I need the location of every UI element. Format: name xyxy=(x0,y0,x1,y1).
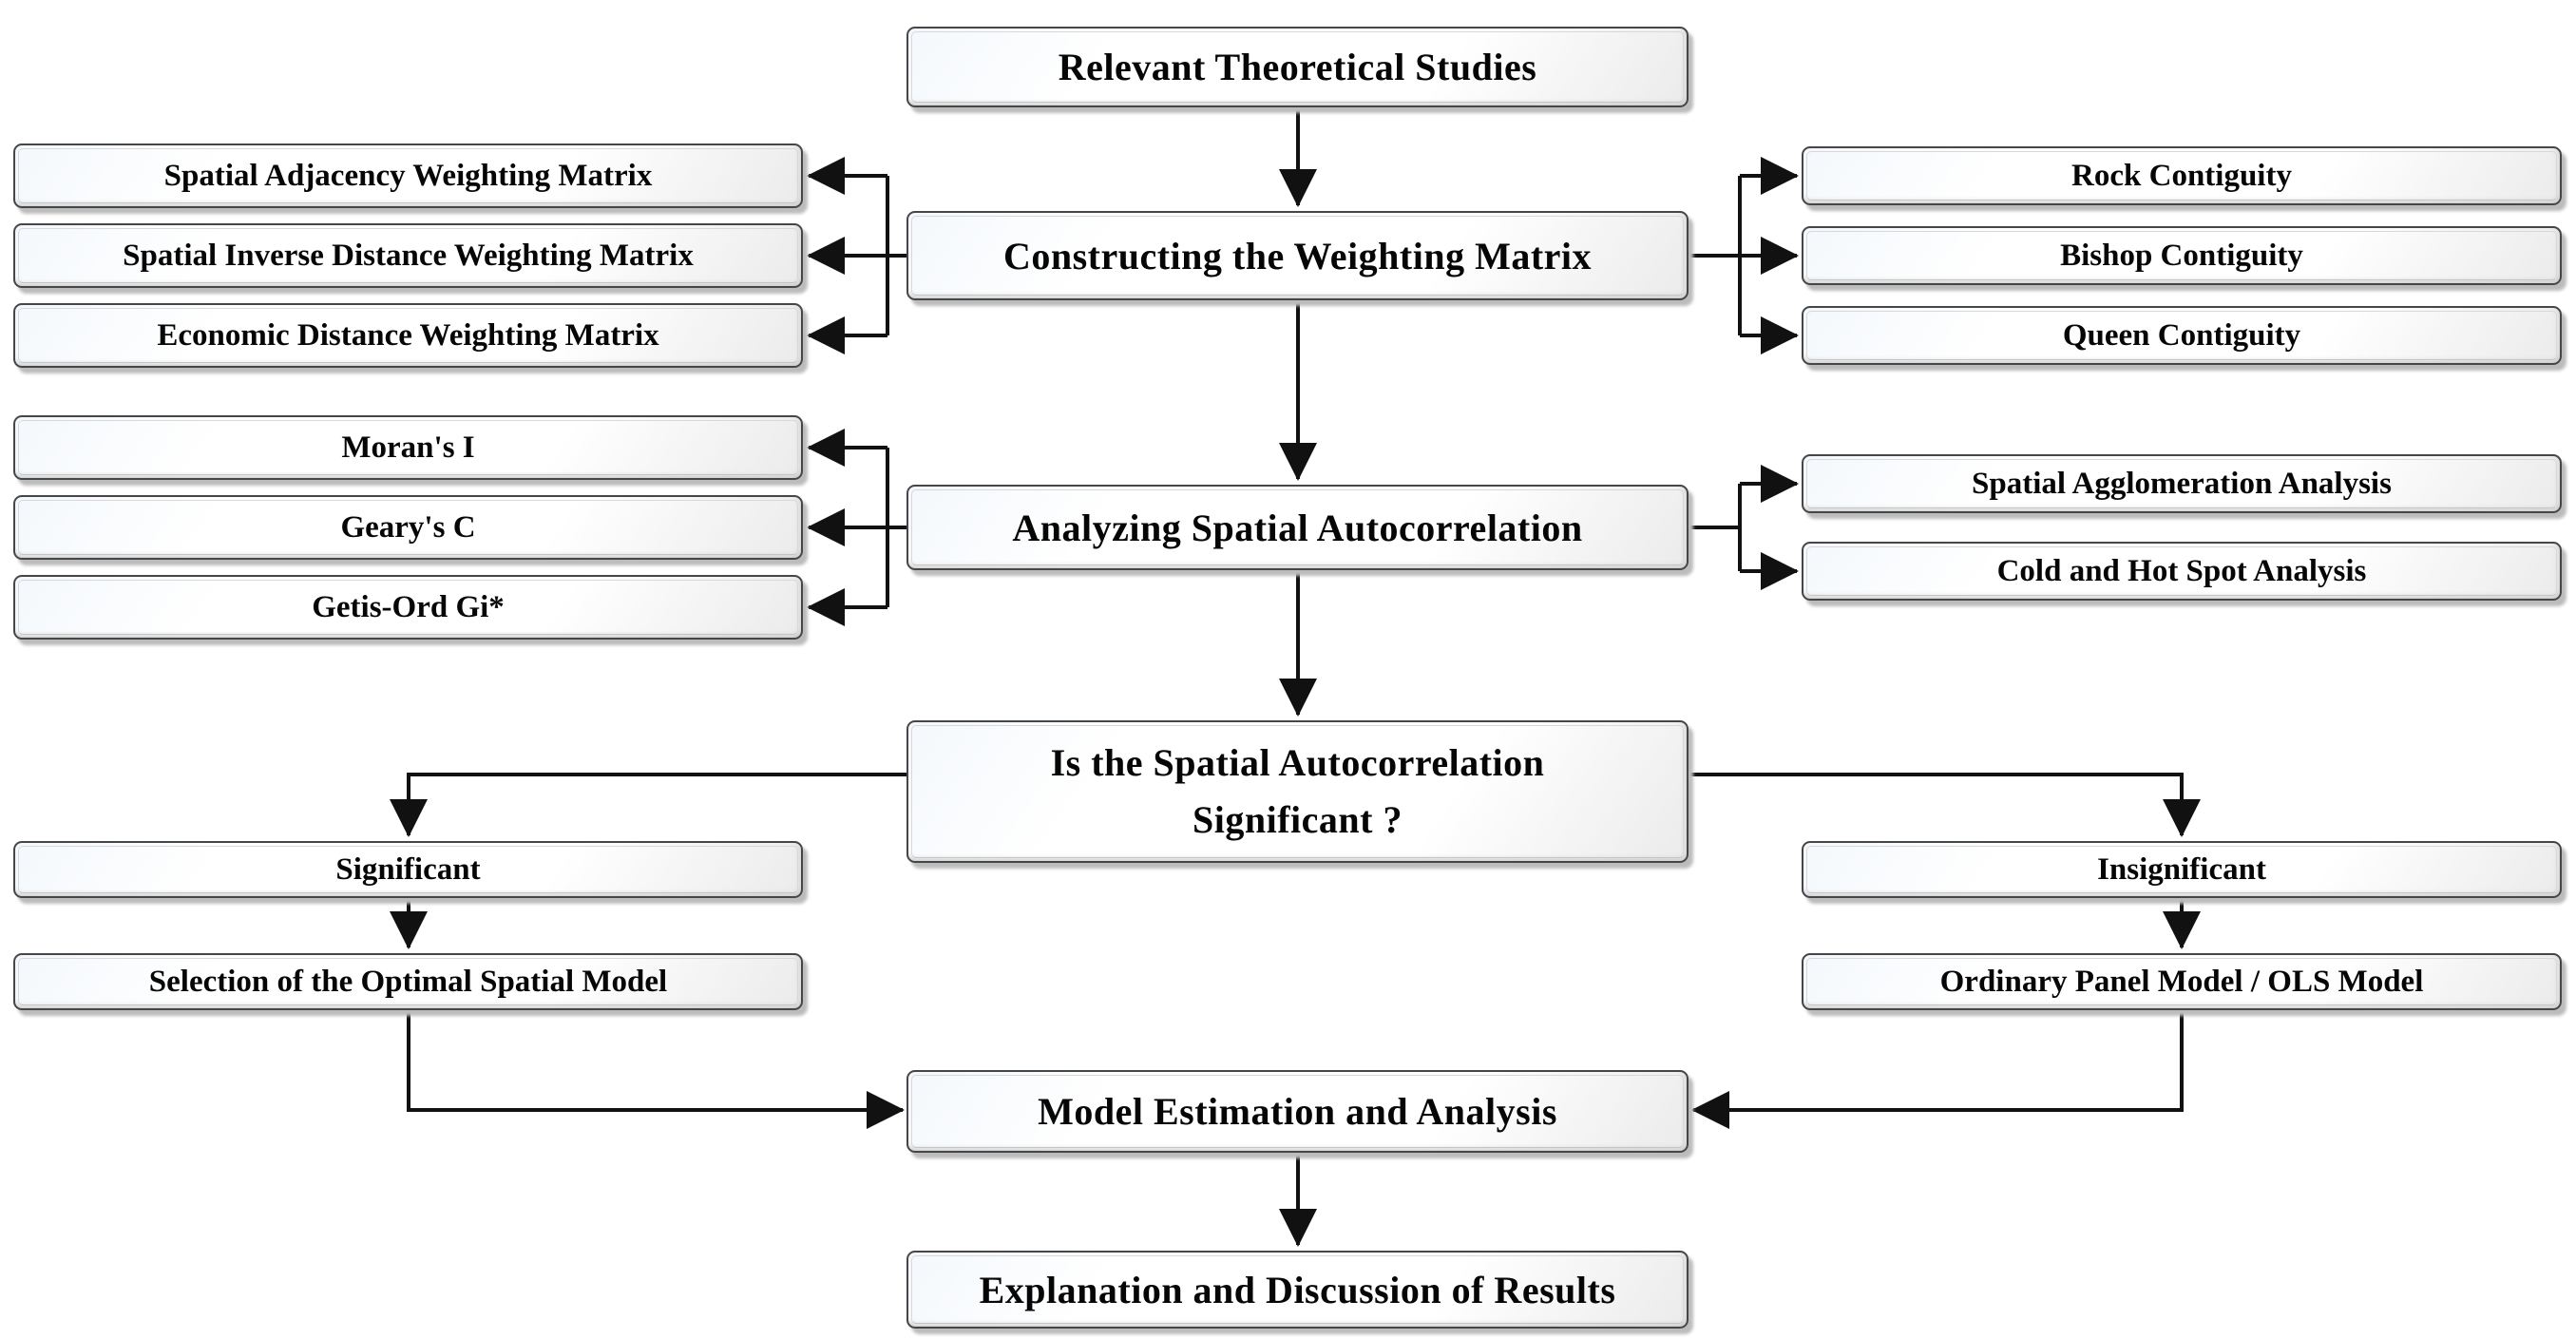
node-label: Constructing the Weighting Matrix xyxy=(1002,234,1593,277)
node-label: Moran's I xyxy=(341,430,475,465)
node-significant: Significant xyxy=(13,841,803,898)
connector-constructing-to-left-matrices xyxy=(807,157,908,354)
node-label: Bishop Contiguity xyxy=(2060,238,2303,273)
node-label: Model Estimation and Analysis xyxy=(1038,1090,1557,1133)
node-rock-contiguity: Rock Contiguity xyxy=(1802,146,2562,205)
node-model-estimation-analysis: Model Estimation and Analysis xyxy=(906,1070,1689,1153)
connector-decision-to-significant xyxy=(390,773,908,837)
node-label: Relevant Theoretical Studies xyxy=(1058,46,1537,88)
connector-analyzing-to-right-analyses xyxy=(1687,465,1799,590)
node-spatial-inverse-distance-weighting-matrix: Spatial Inverse Distance Weighting Matri… xyxy=(13,223,803,288)
node-bishop-contiguity: Bishop Contiguity xyxy=(1802,226,2562,285)
node-label: Significant xyxy=(335,851,481,887)
node-decision-significance: Is the Spatial Autocorrelation Significa… xyxy=(906,720,1689,863)
node-analyzing-spatial-autocorrelation: Analyzing Spatial Autocorrelation xyxy=(906,485,1689,570)
node-label: Rock Contiguity xyxy=(2071,158,2292,193)
node-label: Spatial Adjacency Weighting Matrix xyxy=(163,158,653,193)
node-label: Explanation and Discussion of Results xyxy=(979,1268,1616,1311)
node-queen-contiguity: Queen Contiguity xyxy=(1802,306,2562,365)
node-label: Spatial Agglomeration Analysis xyxy=(1972,466,2392,501)
connector-selection-to-estimation xyxy=(407,1010,905,1129)
node-relevant-theoretical-studies: Relevant Theoretical Studies xyxy=(906,27,1689,107)
node-label: Analyzing Spatial Autocorrelation xyxy=(1012,506,1583,549)
node-label: Queen Contiguity xyxy=(2062,317,2301,353)
connector-decision-to-insignificant xyxy=(1687,773,2201,837)
node-label: Ordinary Panel Model / OLS Model xyxy=(1939,964,2424,999)
node-insignificant: Insignificant xyxy=(1802,841,2562,898)
node-label: Spatial Inverse Distance Weighting Matri… xyxy=(123,238,694,273)
node-label: Economic Distance Weighting Matrix xyxy=(157,317,659,353)
node-selection-optimal-spatial-model: Selection of the Optimal Spatial Model xyxy=(13,953,803,1010)
node-spatial-adjacency-weighting-matrix: Spatial Adjacency Weighting Matrix xyxy=(13,143,803,208)
node-label: Is the Spatial Autocorrelation xyxy=(1050,741,1545,784)
node-label: Selection of the Optimal Spatial Model xyxy=(148,964,668,999)
node-morans-i: Moran's I xyxy=(13,415,803,480)
node-constructing-weighting-matrix: Constructing the Weighting Matrix xyxy=(906,211,1689,300)
node-spatial-agglomeration-analysis: Spatial Agglomeration Analysis xyxy=(1802,454,2562,513)
node-gearys-c: Geary's C xyxy=(13,495,803,560)
node-explanation-discussion-results: Explanation and Discussion of Results xyxy=(906,1251,1689,1329)
node-economic-distance-weighting-matrix: Economic Distance Weighting Matrix xyxy=(13,303,803,368)
node-label: Geary's C xyxy=(340,509,476,545)
node-ordinary-panel-ols-model: Ordinary Panel Model / OLS Model xyxy=(1802,953,2562,1010)
connector-ordinary-to-estimation xyxy=(1691,1010,2184,1129)
node-label: Cold and Hot Spot Analysis xyxy=(1996,553,2367,588)
node-cold-hot-spot-analysis: Cold and Hot Spot Analysis xyxy=(1802,542,2562,601)
node-label: Significant ? xyxy=(1193,798,1402,841)
node-label: Getis-Ord Gi* xyxy=(312,589,505,624)
connector-constructing-to-contiguity xyxy=(1687,157,1799,354)
node-label: Insignificant xyxy=(2097,851,2266,887)
connector-analyzing-to-left-stats xyxy=(807,429,908,626)
node-getis-ord-gi: Getis-Ord Gi* xyxy=(13,575,803,640)
